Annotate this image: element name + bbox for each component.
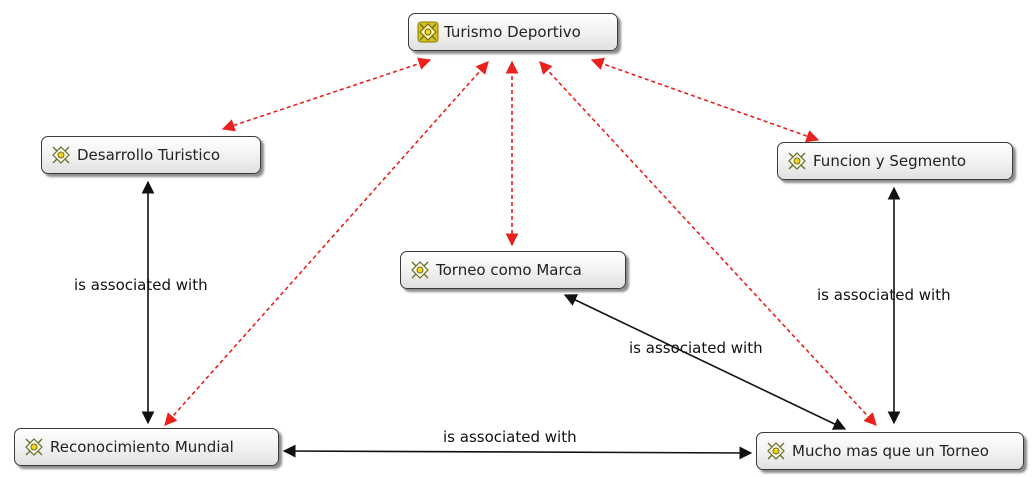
node-reconocimiento-mundial[interactable]: Reconocimiento Mundial xyxy=(14,428,279,466)
node-label: Torneo como Marca xyxy=(436,261,582,279)
edge-label-torneo-mucho: is associated with xyxy=(629,339,763,357)
edge-turismo-funcion[interactable] xyxy=(590,57,820,143)
concept-node-icon xyxy=(411,261,429,279)
node-mucho-mas-que-un-torneo[interactable]: Mucho mas que un Torneo xyxy=(756,432,1024,470)
concept-node-icon xyxy=(417,21,439,43)
edge-torneo-mucho[interactable] xyxy=(563,294,847,430)
concept-node-icon xyxy=(767,442,785,460)
node-desarrollo-turistico[interactable]: Desarrollo Turistico xyxy=(41,136,261,174)
edge-turismo-mucho[interactable] xyxy=(539,61,877,426)
edge-reconocimiento-mucho[interactable] xyxy=(282,444,753,460)
node-label: Desarrollo Turistico xyxy=(77,146,220,164)
node-label: Funcion y Segmento xyxy=(813,152,967,170)
concept-node-icon xyxy=(52,146,70,164)
edge-turismo-reconocimiento[interactable] xyxy=(164,61,489,426)
edge-label-funcion-mucho: is associated with xyxy=(817,286,951,304)
node-torneo-como-marca[interactable]: Torneo como Marca xyxy=(400,251,626,289)
edge-label-desarrollo-reconocimiento: is associated with xyxy=(74,276,208,294)
node-turismo-deportivo[interactable]: Turismo Deportivo xyxy=(408,13,618,51)
edge-turismo-desarrollo[interactable] xyxy=(221,57,432,132)
node-label: Turismo Deportivo xyxy=(444,23,581,41)
edge-label-reconocimiento-mucho: is associated with xyxy=(443,428,577,446)
concept-node-icon xyxy=(25,438,43,456)
node-label: Mucho mas que un Torneo xyxy=(792,442,989,460)
concept-node-icon xyxy=(788,152,806,170)
node-funcion-y-segmento[interactable]: Funcion y Segmento xyxy=(777,142,1013,180)
node-label: Reconocimiento Mundial xyxy=(50,438,234,456)
